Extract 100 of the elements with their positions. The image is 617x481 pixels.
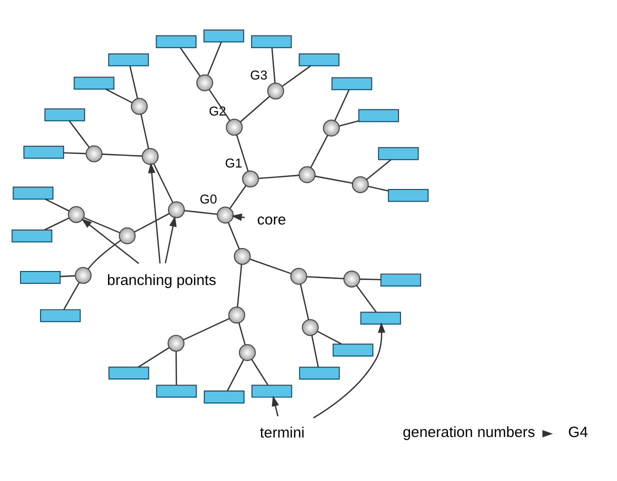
node-box bbox=[20, 270, 61, 284]
connector bbox=[140, 114, 150, 148]
node-box bbox=[378, 146, 419, 160]
connector bbox=[251, 358, 268, 385]
arrow bbox=[81, 218, 140, 264]
connector bbox=[360, 278, 381, 280]
node-box bbox=[388, 188, 429, 202]
node-box bbox=[12, 229, 52, 242]
node-circle bbox=[228, 306, 246, 324]
connector bbox=[368, 185, 388, 192]
connector bbox=[238, 322, 246, 345]
connector bbox=[366, 158, 392, 180]
node-box bbox=[299, 366, 340, 380]
node-circle bbox=[196, 74, 214, 91]
node-box bbox=[108, 52, 149, 66]
connector bbox=[102, 153, 142, 156]
node-circle bbox=[302, 318, 319, 336]
connector bbox=[236, 264, 242, 307]
node-circle bbox=[142, 148, 159, 164]
node-label: G3 bbox=[250, 67, 268, 82]
node-circle bbox=[290, 267, 308, 284]
connector bbox=[311, 334, 319, 367]
connector bbox=[44, 198, 70, 212]
connector bbox=[106, 88, 133, 103]
connector bbox=[180, 46, 201, 76]
arrow bbox=[148, 162, 161, 264]
connector bbox=[240, 95, 270, 122]
connector bbox=[64, 152, 86, 154]
node-box bbox=[40, 308, 81, 322]
connector bbox=[84, 216, 120, 233]
connector bbox=[134, 212, 170, 232]
node-box bbox=[23, 145, 64, 158]
node-box bbox=[156, 384, 197, 398]
connector bbox=[44, 217, 70, 230]
node-label: G1 bbox=[225, 154, 242, 170]
connector bbox=[271, 47, 276, 82]
connector bbox=[258, 174, 300, 178]
connector bbox=[175, 351, 178, 385]
node-box bbox=[332, 76, 372, 90]
node-circle bbox=[267, 82, 284, 99]
connector bbox=[314, 175, 353, 184]
connector bbox=[229, 184, 246, 208]
node-circle bbox=[68, 206, 85, 222]
node-box bbox=[360, 311, 401, 324]
node-circle bbox=[238, 344, 256, 361]
node-circle bbox=[168, 200, 185, 218]
connector bbox=[282, 64, 312, 86]
connector bbox=[207, 41, 222, 75]
connector bbox=[228, 222, 240, 249]
connector bbox=[68, 120, 90, 148]
node-box bbox=[203, 28, 244, 42]
arrow bbox=[313, 322, 386, 418]
node-circle bbox=[298, 166, 316, 183]
connector bbox=[129, 65, 138, 98]
node-circle bbox=[168, 334, 184, 352]
connector bbox=[306, 276, 344, 279]
node-box bbox=[12, 186, 54, 200]
arrow bbox=[164, 216, 177, 263]
node-circle bbox=[242, 170, 259, 187]
node-circle bbox=[86, 144, 102, 162]
node-text: termini bbox=[260, 425, 305, 442]
connector bbox=[300, 284, 310, 320]
connector bbox=[153, 163, 174, 202]
connector bbox=[310, 134, 328, 168]
connector bbox=[138, 346, 170, 368]
connector bbox=[317, 330, 342, 344]
node-box bbox=[358, 108, 399, 122]
node-label: G0 bbox=[200, 191, 218, 206]
node-text: core bbox=[257, 212, 286, 228]
connector bbox=[236, 134, 249, 172]
node-box bbox=[380, 273, 422, 286]
node-text: generation numbers bbox=[402, 424, 536, 441]
node-circle bbox=[352, 176, 369, 193]
connector bbox=[184, 210, 218, 214]
node-circle bbox=[74, 266, 92, 284]
node-box bbox=[204, 390, 244, 403]
node-text: branching points bbox=[107, 272, 216, 288]
node-box bbox=[156, 34, 196, 48]
connector bbox=[88, 239, 122, 269]
node-circle bbox=[322, 119, 340, 136]
node-box bbox=[251, 384, 292, 398]
arrow bbox=[272, 395, 279, 416]
node-box bbox=[74, 76, 114, 90]
node-circle bbox=[216, 206, 234, 224]
node-circle bbox=[130, 97, 148, 114]
connector bbox=[63, 282, 80, 310]
node-box bbox=[332, 343, 374, 356]
connector bbox=[339, 120, 359, 126]
node-text: G4 bbox=[568, 424, 588, 441]
node-box bbox=[108, 366, 150, 380]
node-box bbox=[251, 34, 292, 48]
connector bbox=[183, 317, 230, 340]
node-box bbox=[298, 52, 340, 66]
node-circle bbox=[226, 118, 243, 136]
node-box bbox=[44, 108, 86, 121]
connector bbox=[250, 258, 292, 274]
connector bbox=[356, 284, 377, 312]
node-circle bbox=[343, 270, 360, 287]
node-circle bbox=[234, 247, 251, 264]
connector bbox=[226, 359, 244, 391]
